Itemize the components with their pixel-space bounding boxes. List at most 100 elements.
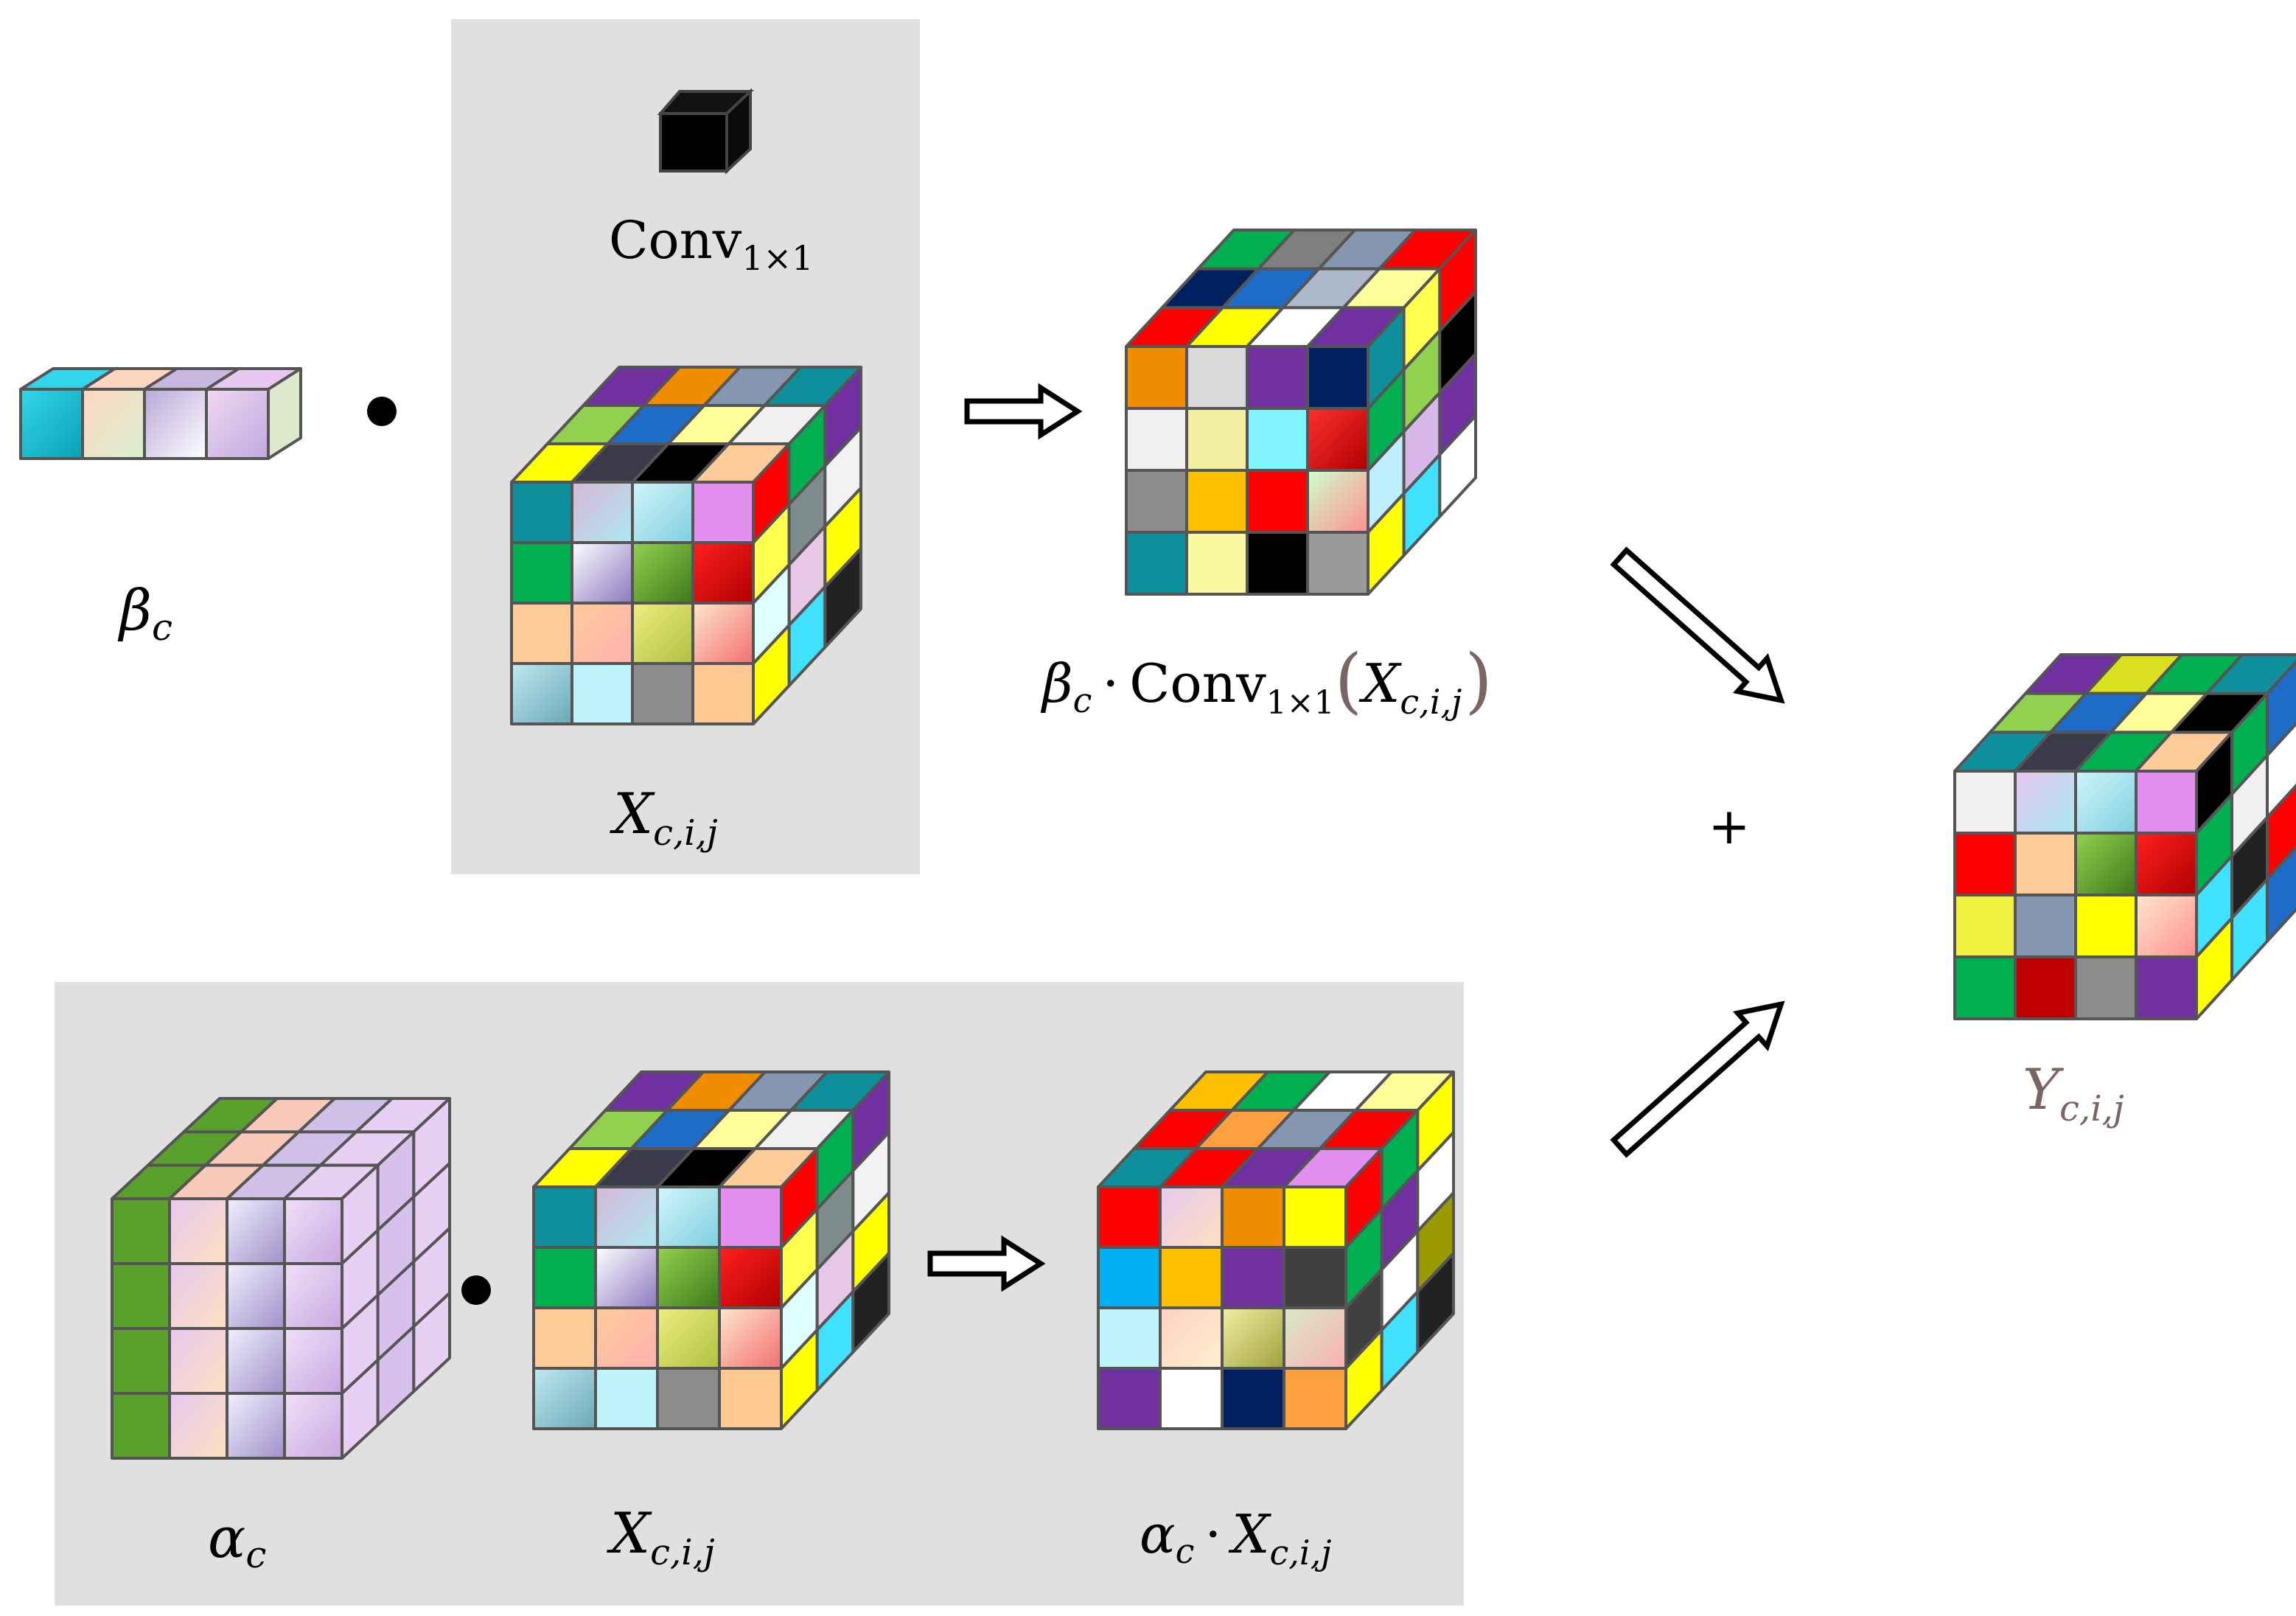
cube-front-cell [1159, 1306, 1224, 1370]
plus-sign: + [1709, 798, 1751, 856]
cube-front-cell [2074, 770, 2138, 835]
cube-front-cell [1185, 531, 1249, 596]
cube-front-cell [111, 1392, 171, 1460]
label-alpha-c: αc [208, 1505, 266, 1576]
cube-front-cell [168, 1392, 228, 1460]
cube-side-cell [412, 1292, 451, 1393]
cube-front-cell [631, 541, 694, 605]
cube-front-cell [1097, 1367, 1162, 1430]
cube-front-cell [1159, 1246, 1224, 1309]
cube-front-cell [1097, 1306, 1162, 1370]
beta-conv-result-cube [1125, 229, 1477, 596]
cube-front-cell [2074, 832, 2138, 896]
cube-front-cell [1097, 1185, 1162, 1249]
cube-front-cell [594, 1246, 659, 1309]
cube-front-cell [510, 662, 573, 725]
cube-front-cell [2014, 955, 2077, 1020]
cube-front-cell [2014, 832, 2077, 896]
cube-front-cell [226, 1262, 286, 1330]
x-cube-top [510, 366, 862, 725]
cube-front-cell [1283, 1185, 1347, 1249]
cube-front-cell [691, 481, 755, 544]
cube-side-cell [2266, 659, 2296, 757]
y-output-cube [1953, 653, 2296, 1020]
cube-side-cell [823, 547, 862, 649]
cube-front-cell [1306, 345, 1369, 410]
cube-front-cell [1246, 407, 1309, 472]
cube-front-cell [1306, 531, 1369, 596]
cube-front-cell [718, 1246, 783, 1309]
cube-front-cell [656, 1246, 721, 1309]
cube-front-cell [510, 602, 573, 665]
cube-front-cell [691, 662, 755, 725]
cube-front-cell [1953, 770, 2017, 835]
cube-front-cell [631, 602, 694, 665]
cube-front-cell [111, 1197, 171, 1265]
cube-front-cell [1159, 1367, 1224, 1430]
arrow-diagonal-up [1610, 1000, 1785, 1158]
cube-front-cell [594, 1367, 659, 1430]
cube-front-cell [111, 1327, 171, 1395]
alpha-x-result-cube [1097, 1070, 1455, 1430]
label-alpha-x: αc·Xc,i,j [1140, 1503, 1332, 1573]
cube-front-cell [205, 388, 270, 460]
label-conv-1x1: Conv1×1 [609, 210, 813, 278]
cube-front-cell [656, 1367, 721, 1430]
cube-front-cell [532, 1185, 597, 1249]
cube-front-cell [1283, 1306, 1347, 1370]
cube-front-cell [1125, 469, 1188, 534]
cube-front-cell [111, 1262, 171, 1330]
cube-front-cell [1953, 955, 2017, 1020]
cube-front-cell [594, 1185, 659, 1249]
cube-front-cell [1283, 1367, 1347, 1430]
cube-front-cell [1125, 345, 1188, 410]
multiply-dot-bottom [461, 1275, 491, 1305]
cube-front-cell [691, 541, 755, 605]
cube-side-cell [1416, 1252, 1455, 1354]
cube-front-cell [1221, 1185, 1285, 1249]
cube-front-cell [283, 1197, 343, 1265]
cube-front-cell [1246, 531, 1309, 596]
cube-front-cell [532, 1306, 597, 1370]
beta-vector-cube [19, 367, 302, 460]
cube-front-cell [143, 388, 208, 460]
label-x-cij-top: Xc,i,j [610, 781, 718, 854]
cube-front-cell [2135, 770, 2198, 835]
cube-front-cell [2074, 955, 2138, 1020]
cube-front-cell [283, 1327, 343, 1395]
cube-front-cell [2135, 832, 2198, 896]
cube-front-cell [510, 541, 573, 605]
cube-front-cell [1125, 531, 1188, 596]
cube-front-cell [1246, 469, 1309, 534]
cube-front-cell [2074, 894, 2138, 958]
cube-front-cell [631, 662, 694, 725]
label-beta-conv-x: βc·Conv1×1(Xc,i,j) [1040, 639, 1493, 722]
cube-front-cell [1246, 345, 1309, 410]
cube-front-cell [570, 602, 634, 665]
cube-front-cell [1097, 1246, 1162, 1309]
label-x-cij-bottom: Xc,i,j [607, 1500, 715, 1573]
cube-front-cell [2135, 955, 2198, 1020]
label-y-cij: Yc,i,j [2023, 1056, 2124, 1129]
cube-front-cell [168, 1262, 228, 1330]
cube-front-cell [1185, 345, 1249, 410]
arrow-right-bottom [927, 1235, 1046, 1292]
cube-front-cell [1953, 832, 2017, 896]
cube-front-cell [1306, 469, 1369, 534]
label-beta-c: βc [117, 577, 172, 649]
cube-front-cell [718, 1185, 783, 1249]
cube-front-cell [1159, 1185, 1224, 1249]
cube-front-cell [718, 1367, 783, 1430]
alpha-tensor-cube [111, 1097, 451, 1460]
cube-front-cell [594, 1306, 659, 1370]
cube-front-cell [1185, 407, 1249, 472]
cube-front-cell [1221, 1367, 1285, 1430]
cube-front-cell [570, 541, 634, 605]
cube-side-cell [2266, 845, 2296, 943]
cube-front-cell [226, 1197, 286, 1265]
cube-front-cell [570, 481, 634, 544]
cube-front-cell [226, 1392, 286, 1460]
cube-front-cell [1306, 407, 1369, 472]
